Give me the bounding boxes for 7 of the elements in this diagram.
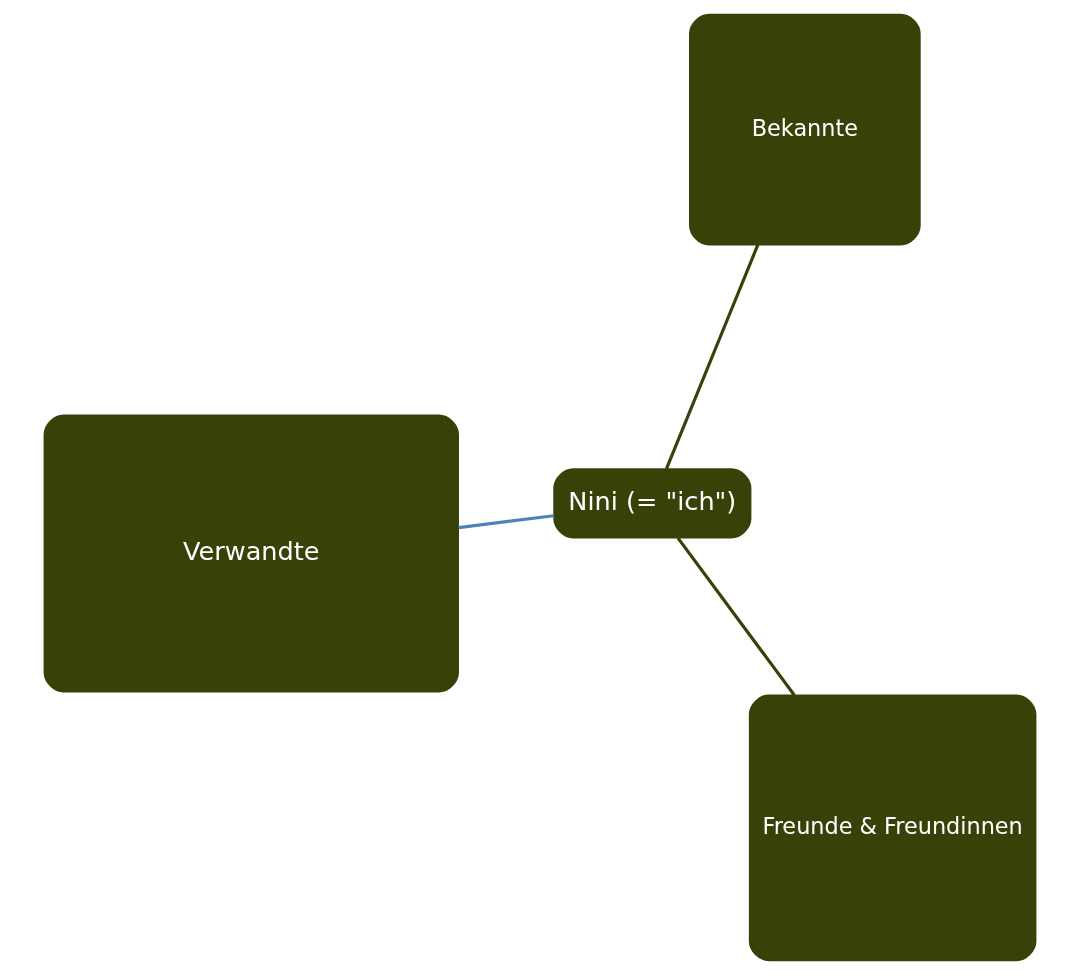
- connector: [458, 514, 554, 530]
- connector: [664, 244, 760, 470]
- node-box: Verwandte: [43, 414, 459, 693]
- node-box: Nini (= "ich"): [553, 468, 752, 539]
- node-box: Freunde & Freundinnen: [748, 694, 1037, 962]
- connector: [676, 537, 796, 697]
- node-box: Bekannte: [689, 13, 921, 246]
